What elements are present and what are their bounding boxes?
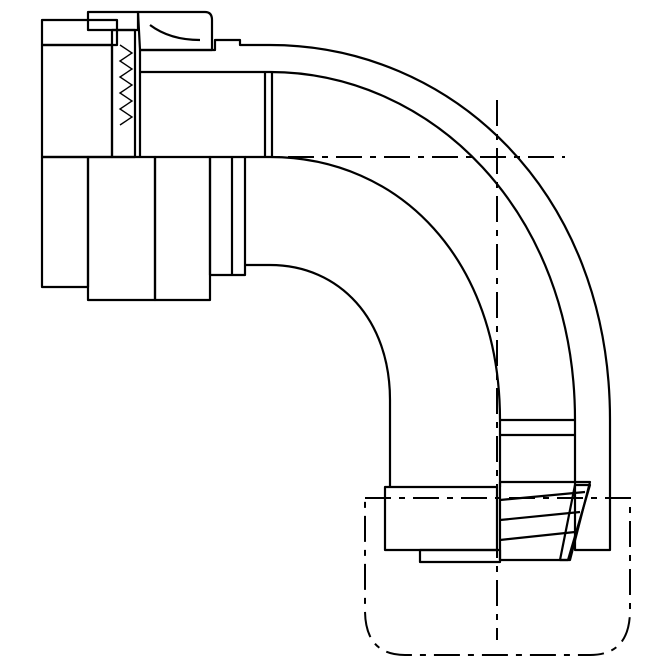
outer-wall xyxy=(138,38,612,552)
knurled-ring xyxy=(86,155,157,302)
phantom-outline xyxy=(364,497,631,656)
threaded-end xyxy=(383,480,592,564)
body-rings xyxy=(136,10,247,302)
elbow-body xyxy=(138,72,575,487)
